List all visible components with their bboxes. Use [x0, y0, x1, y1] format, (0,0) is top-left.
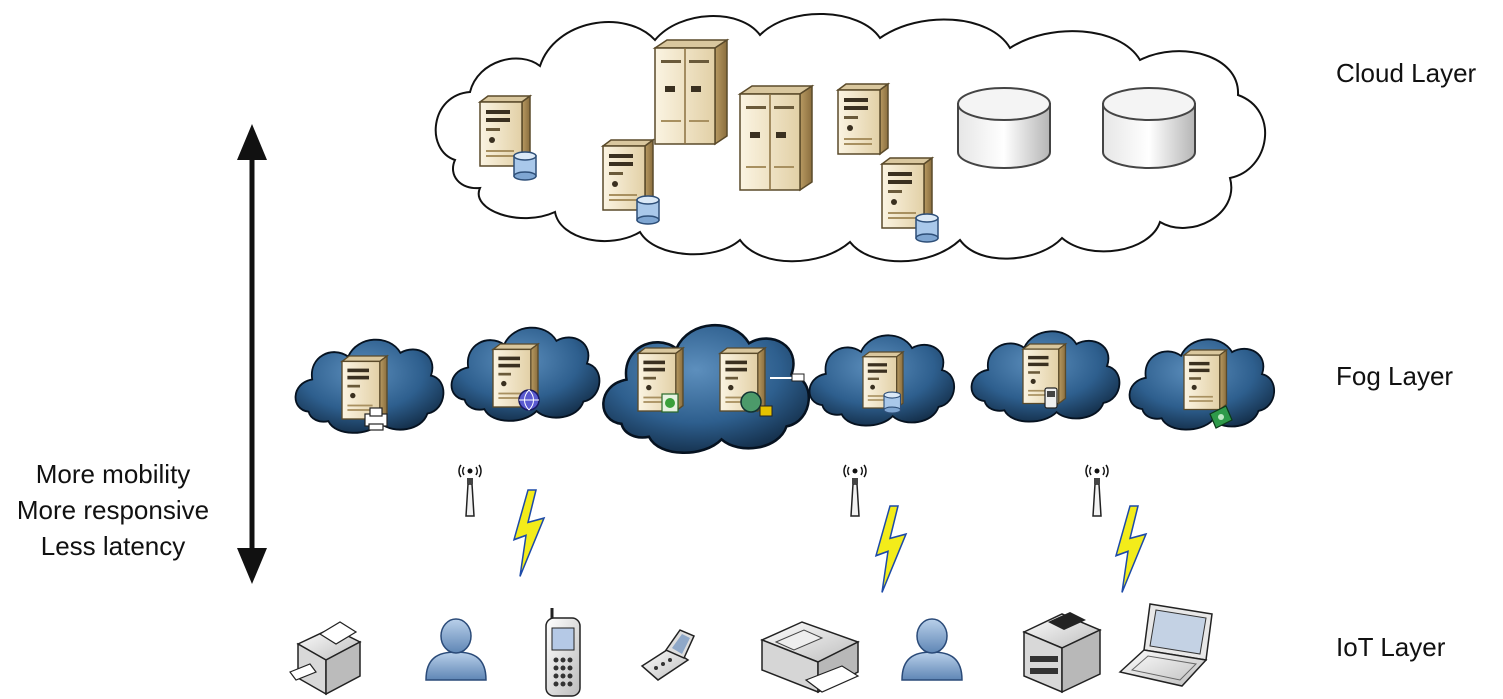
fax-machine-icon — [1022, 612, 1102, 694]
antenna-icon — [1085, 464, 1109, 517]
printer-icon — [289, 621, 362, 696]
user-icon — [901, 618, 963, 681]
fog-layer — [294, 323, 1276, 455]
database-icon — [957, 87, 1051, 169]
database-icon — [1102, 87, 1196, 169]
tower-server-icon — [739, 85, 813, 191]
lightning-icon — [1115, 505, 1147, 594]
double-arrow — [237, 124, 267, 584]
tower-server-icon — [654, 39, 728, 145]
lightning-icon — [875, 505, 907, 594]
globe-badge-icon — [518, 389, 540, 411]
laptop-icon — [1118, 603, 1213, 687]
fog-node — [450, 326, 601, 422]
side-note: Less latency — [40, 531, 186, 561]
wireless-links — [458, 464, 1147, 594]
green-shield-badge-icon — [661, 393, 679, 413]
cloud-layer-label: Cloud Layer — [1336, 58, 1477, 88]
antenna-icon — [458, 464, 482, 517]
side-note: More responsive — [16, 495, 210, 525]
server-icon — [837, 83, 889, 155]
lightning-icon — [513, 489, 545, 578]
fog-node — [294, 338, 445, 434]
cloud-layer — [434, 12, 1267, 263]
antenna-icon — [843, 464, 867, 517]
iot-layer-label: IoT Layer — [1336, 632, 1446, 662]
fog-node — [602, 323, 811, 455]
fog-node — [808, 334, 956, 427]
fog-node — [970, 330, 1121, 423]
money-badge-icon — [1209, 405, 1233, 429]
user-icon — [425, 618, 487, 681]
fog-layer-label: Fog Layer — [1336, 361, 1454, 391]
globe-lock-badge-icon — [740, 373, 805, 417]
phone-badge-icon — [1044, 387, 1058, 409]
iot-layer — [289, 603, 1213, 697]
printer-badge-icon — [364, 407, 388, 431]
side-note: More mobility — [35, 459, 191, 489]
fog-node — [1128, 338, 1276, 431]
cell-phone-icon — [545, 608, 581, 697]
scanner-icon — [760, 621, 860, 694]
flip-phone-icon — [640, 629, 695, 681]
